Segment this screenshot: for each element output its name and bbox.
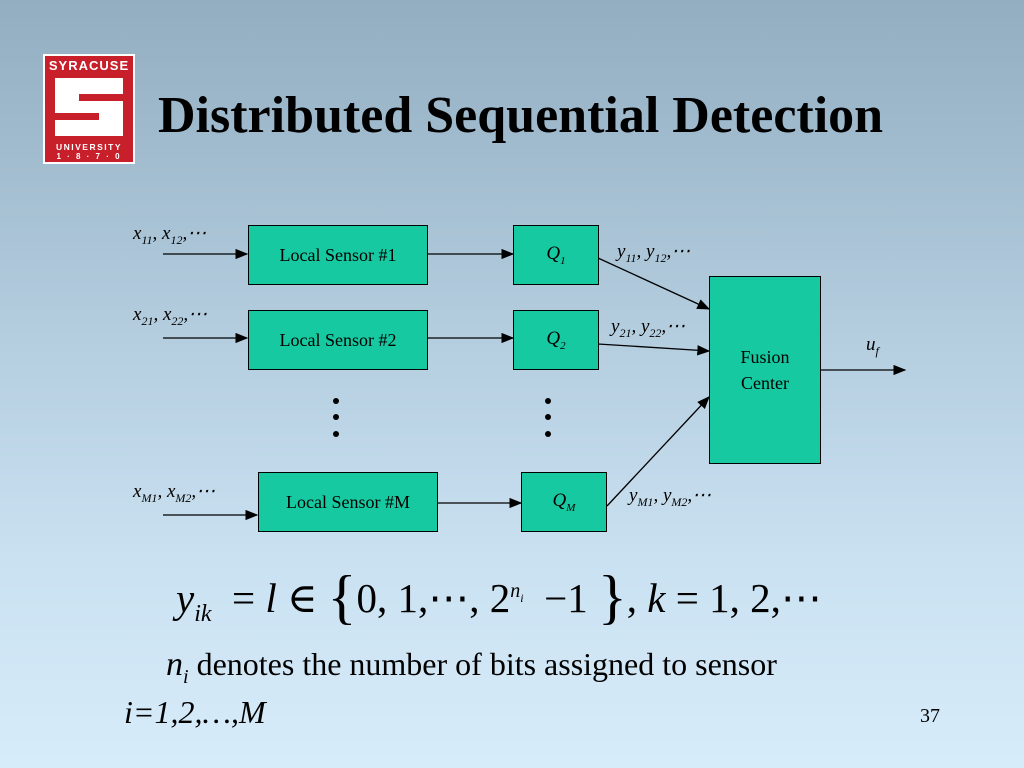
syracuse-university-logo: SYRACUSE UNIVERSITY 1 · 8 · 7 · 0 (43, 54, 135, 164)
page-number: 37 (920, 705, 940, 727)
input-label-1: x11, x12,⋯ (133, 223, 207, 247)
logo-mid-text: UNIVERSITY (55, 142, 122, 152)
ellipsis-dot (333, 414, 339, 420)
local-sensor-m-box: Local Sensor #M (258, 472, 438, 532)
ellipsis-dot (333, 431, 339, 437)
output-label-2: y21, y22,⋯ (611, 316, 686, 340)
ellipsis-dot (545, 414, 551, 420)
input-label-2: x21, x22,⋯ (133, 304, 208, 328)
logo-year-text: 1 · 8 · 7 · 0 (56, 152, 122, 161)
description-text: denotes the number of bits assigned to s… (196, 646, 777, 682)
arrow-q1-fusion (597, 257, 711, 310)
ni-symbol: ni (166, 646, 189, 688)
slide-title: Distributed Sequential Detection (158, 87, 884, 144)
arrow-qm-fusion (606, 396, 710, 507)
fusion-center-line2: Center (741, 373, 789, 393)
logo-top-text: SYRACUSE (48, 58, 130, 73)
output-label-1: y11, y12,⋯ (617, 241, 691, 265)
quantizer-2-box: Q2 (513, 310, 599, 370)
description-line1: ni denotes the number of bits assigned t… (166, 646, 777, 689)
quantizer-1-box: Q1 (513, 225, 599, 285)
description-line2: i=1,2,…,M (124, 694, 266, 730)
arrow-q2-fusion (597, 343, 711, 356)
ellipsis-dot (333, 398, 339, 404)
local-sensor-2-box: Local Sensor #2 (248, 310, 428, 370)
fusion-center-box: Fusion Center (709, 276, 821, 464)
quantizer-m-box: QM (521, 472, 607, 532)
local-sensor-1-box: Local Sensor #1 (248, 225, 428, 285)
quantizer-output-formula: yik = l ∈ {0, 1,⋯, 2ni −1 }, k = 1, 2,⋯ (176, 564, 822, 630)
fusion-output-label: uf (866, 334, 879, 358)
ellipsis-dot (545, 398, 551, 404)
logo-s-mark-icon (55, 78, 123, 136)
input-label-m: xM1, xM2,⋯ (133, 481, 216, 505)
ellipsis-dot (545, 431, 551, 437)
output-label-m: yM1, yM2,⋯ (629, 485, 712, 509)
fusion-center-line1: Fusion (740, 347, 790, 367)
